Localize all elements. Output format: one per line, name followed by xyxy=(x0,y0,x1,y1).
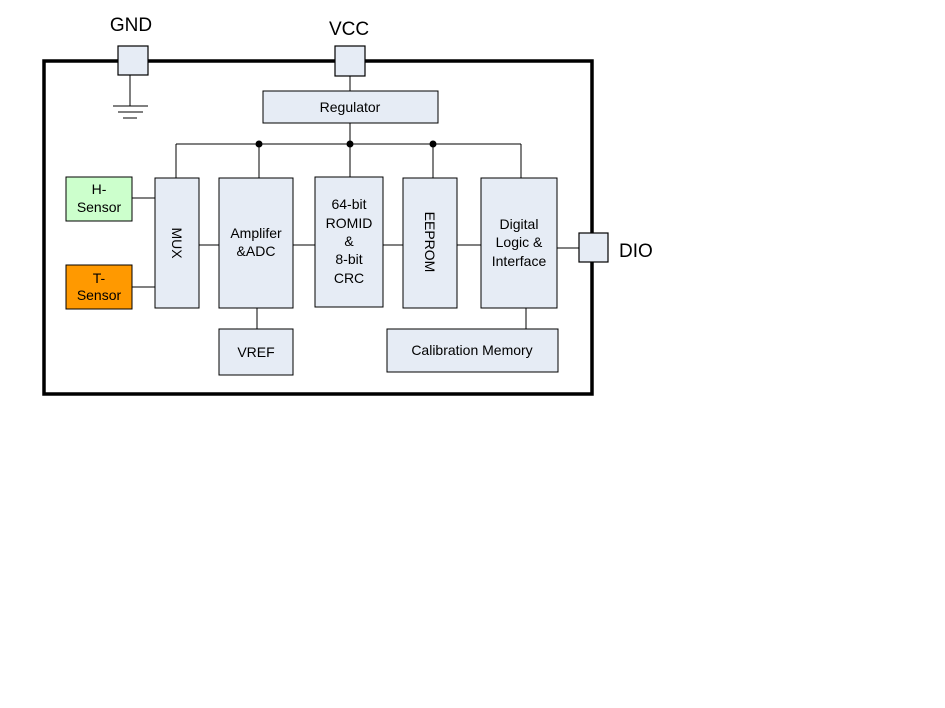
amplifier-adc-block xyxy=(218,177,294,309)
eeprom-block xyxy=(402,177,458,309)
mux-block xyxy=(154,177,200,309)
vcc-label: VCC xyxy=(329,19,369,40)
romid-block xyxy=(314,176,384,308)
calibration-label: Calibration Memory xyxy=(411,342,532,358)
dio-pin xyxy=(578,232,609,263)
amplifier-label-1: Amplifer xyxy=(230,225,282,241)
gnd-label: GND xyxy=(110,15,152,36)
romid-label-2: ROMID xyxy=(326,215,373,231)
t-sensor-label-1: T- xyxy=(93,270,106,286)
romid-label-3: & xyxy=(344,233,354,249)
vcc-pin xyxy=(334,45,366,77)
romid-label-1: 64-bit xyxy=(331,196,366,212)
mux-label: MUX xyxy=(169,227,185,259)
eeprom-label: EEPROM xyxy=(422,212,438,273)
h-sensor-label-1: H- xyxy=(92,181,107,197)
vref-block xyxy=(218,328,294,376)
romid-label-4: 8-bit xyxy=(335,251,362,267)
regulator-block xyxy=(262,90,439,124)
dio-label: DIO xyxy=(619,241,653,262)
gnd-pin xyxy=(117,45,149,76)
digital-label-1: Digital xyxy=(500,216,539,232)
calibration-memory-block xyxy=(386,328,559,373)
digital-logic-block xyxy=(480,177,558,309)
t-sensor-block xyxy=(65,264,133,310)
junction-dot xyxy=(255,140,263,148)
chip-outline xyxy=(42,59,594,396)
junction-dot xyxy=(429,140,437,148)
digital-label-3: Interface xyxy=(492,253,547,269)
romid-label-5: CRC xyxy=(334,270,364,286)
regulator-label: Regulator xyxy=(320,99,381,115)
amplifier-label-2: &ADC xyxy=(237,243,276,259)
t-sensor-label-2: Sensor xyxy=(77,287,122,303)
junction-dot xyxy=(346,140,354,148)
ground-icon xyxy=(113,105,148,119)
digital-label-2: Logic & xyxy=(496,234,543,250)
h-sensor-block xyxy=(65,176,133,222)
h-sensor-label-2: Sensor xyxy=(77,199,122,215)
vref-label: VREF xyxy=(237,344,274,360)
